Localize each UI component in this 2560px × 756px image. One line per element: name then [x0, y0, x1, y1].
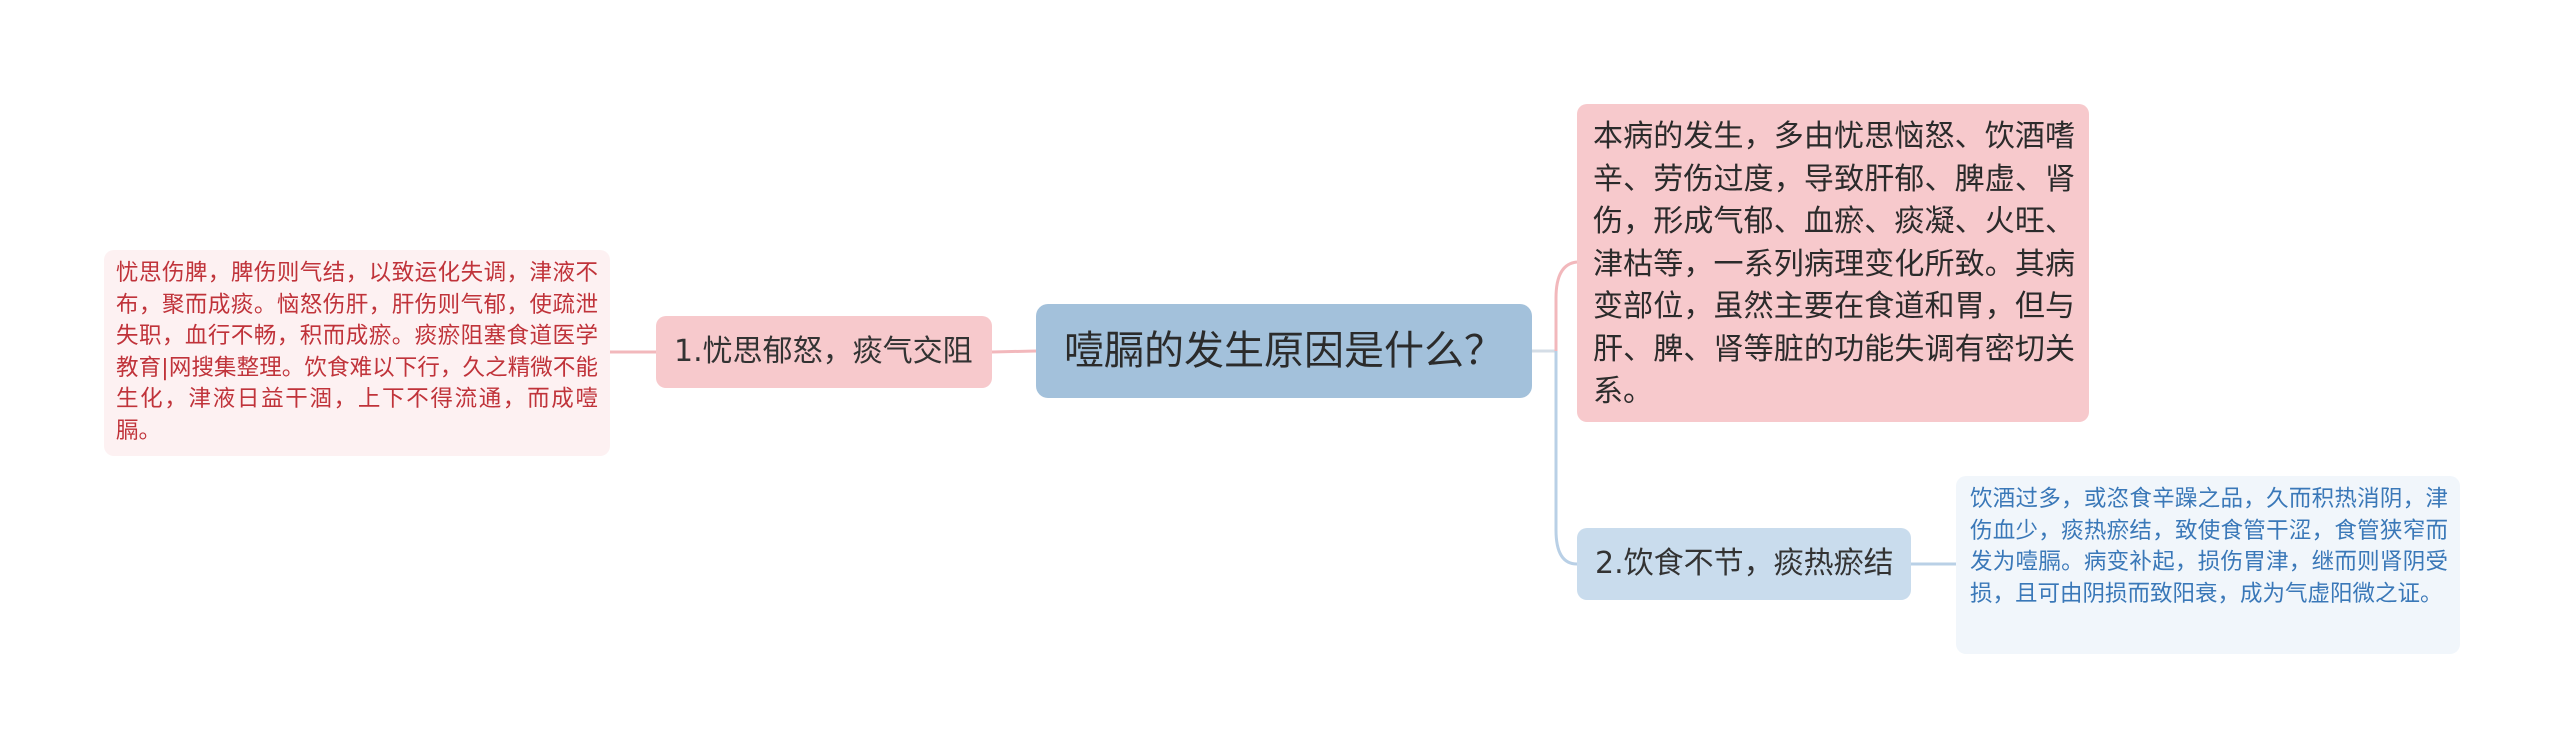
link-trunk-to-summary	[1554, 260, 1578, 351]
link-root-to-left-branch	[991, 349, 1037, 354]
detail-worry-anger[interactable]: 忧思伤脾，脾伤则气结，以致运化失调，津液不布，聚而成痰。恼怒伤肝，肝伤则气郁，使…	[104, 250, 610, 456]
summary-pathogenesis[interactable]: 本病的发生，多由忧思恼怒、饮酒嗜辛、劳伤过度，导致肝郁、脾虚、肾伤，形成气郁、血…	[1577, 104, 2089, 422]
detail-diet-irregular[interactable]: 饮酒过多，或恣食辛躁之品，久而积热消阴，津伤血少，痰热瘀结，致使食管干涩，食管狭…	[1956, 476, 2460, 654]
branch-worry-anger[interactable]: 1.忧思郁怒，痰气交阻	[656, 316, 992, 388]
branch-diet-irregular[interactable]: 2.饮食不节，痰热瘀结	[1577, 528, 1911, 600]
link-trunk-to-right-branch	[1554, 351, 1578, 566]
root-topic[interactable]: 噎膈的发生原因是什么？	[1036, 304, 1532, 398]
